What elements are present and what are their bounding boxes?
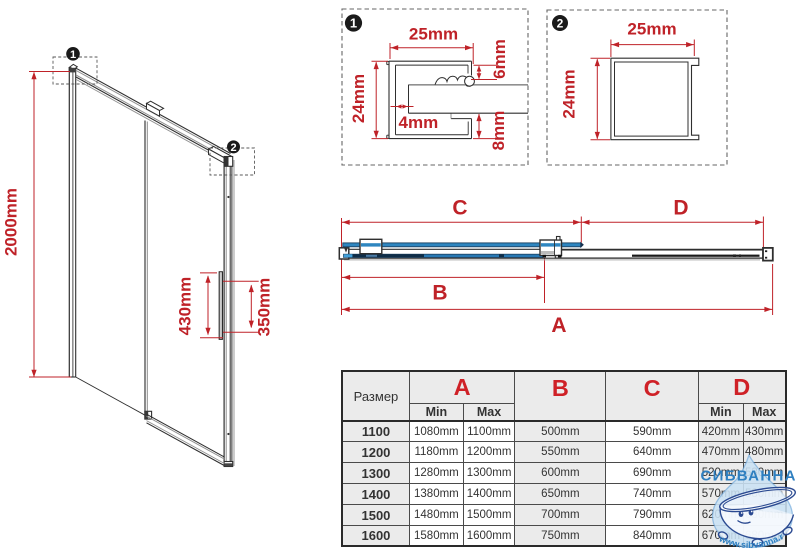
svg-text:24mm: 24mm <box>349 74 368 123</box>
svg-text:1: 1 <box>350 16 357 31</box>
svg-text:4mm: 4mm <box>399 113 439 132</box>
svg-text:2: 2 <box>230 142 236 154</box>
svg-text:350mm: 350mm <box>255 278 274 337</box>
svg-text:A: A <box>551 314 566 337</box>
svg-text:6mm: 6mm <box>490 39 509 79</box>
svg-text:8mm: 8mm <box>489 111 508 151</box>
svg-text:2000mm: 2000mm <box>2 188 21 256</box>
svg-text:430mm: 430mm <box>176 277 195 336</box>
svg-text:B: B <box>432 282 447 305</box>
svg-text:25mm: 25mm <box>409 25 458 44</box>
svg-text:25mm: 25mm <box>627 20 676 39</box>
svg-text:D: D <box>673 197 688 220</box>
svg-text:C: C <box>452 197 467 220</box>
svg-text:24mm: 24mm <box>560 69 579 118</box>
svg-text:2: 2 <box>557 16 564 30</box>
svg-text:1: 1 <box>70 49 76 61</box>
